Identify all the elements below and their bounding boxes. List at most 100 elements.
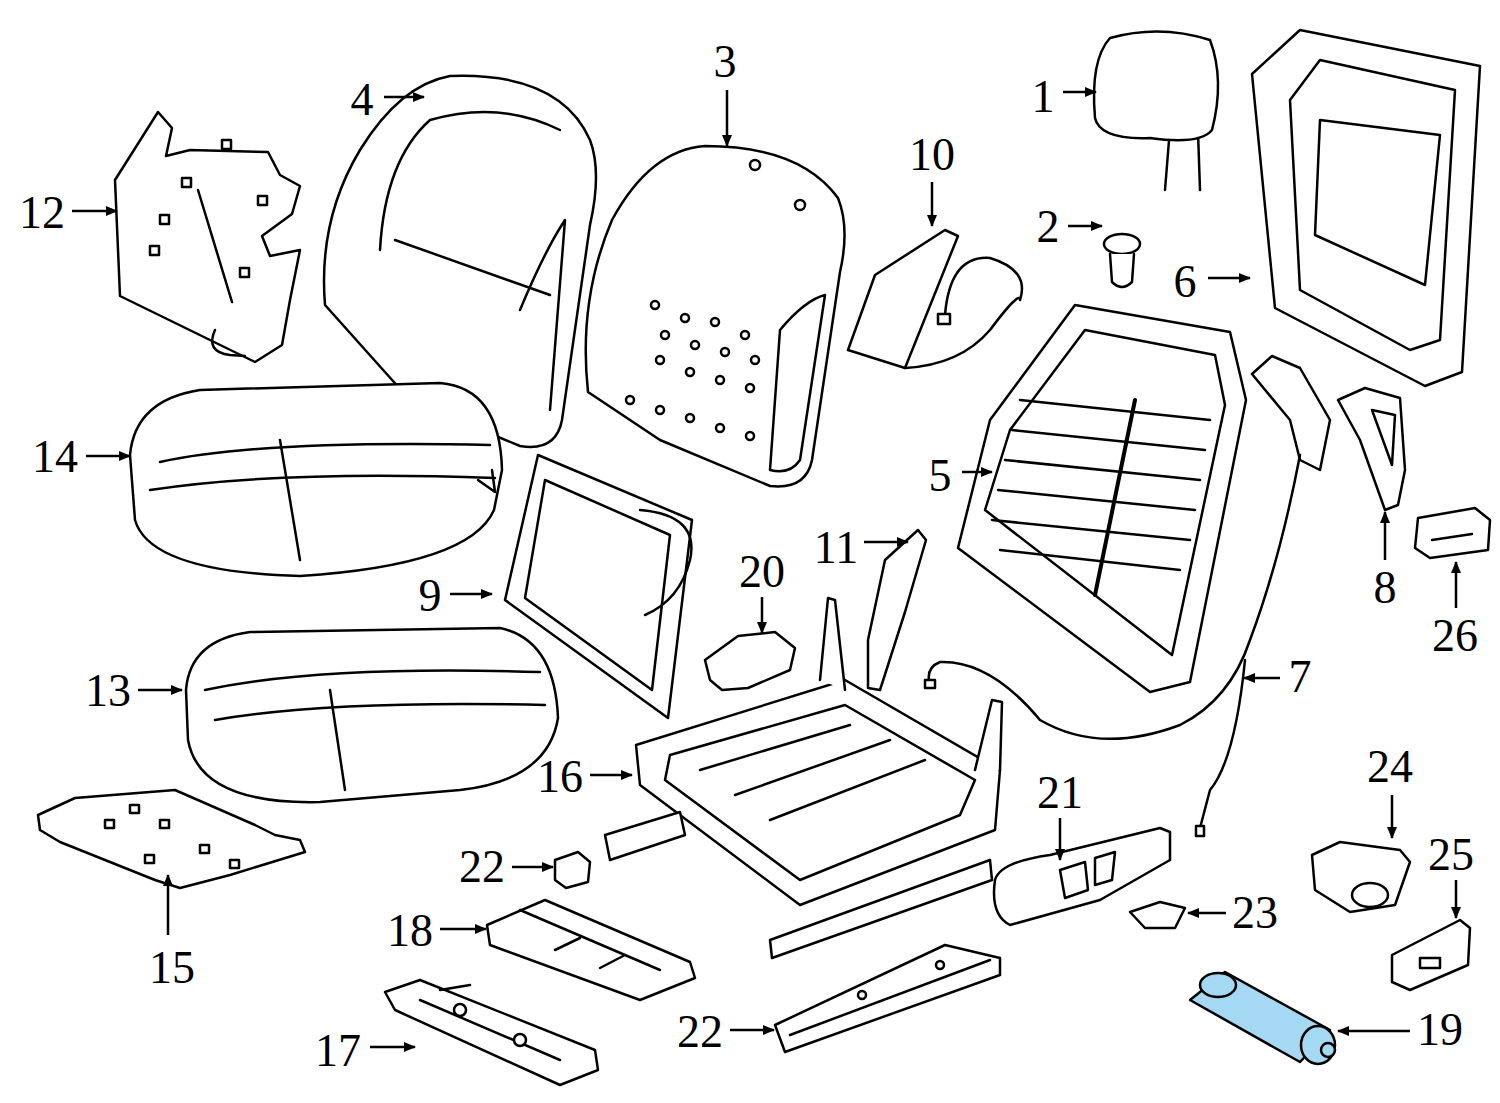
leader-arrows: [864, 541, 908, 544]
backrest-pad: [626, 396, 634, 404]
seat-rail: [858, 991, 866, 999]
backrest-pad: [586, 146, 845, 486]
seat-heater-mat: [130, 805, 139, 813]
leader-arrows: [1063, 91, 1096, 94]
drive-motor: [1352, 883, 1388, 907]
cable-harness: [925, 680, 935, 688]
seat-heater-mat: [230, 860, 239, 868]
leader-arrows: [590, 774, 632, 777]
leader-arrows: [1059, 818, 1062, 860]
callout-number: 2: [1037, 204, 1060, 250]
leader-arrows: [1391, 795, 1394, 838]
seat-switch: [1415, 508, 1490, 558]
leader-arrows: [384, 96, 424, 99]
seat-cover: [130, 383, 502, 576]
cover-clip: [1130, 902, 1185, 928]
back-panel: [1315, 120, 1440, 285]
back-panel: [1252, 30, 1480, 386]
callout-number: 22: [677, 1009, 723, 1055]
cable-harness: [925, 356, 1330, 836]
seat-heater-mat: [200, 845, 209, 853]
backrest-pad: [741, 331, 749, 339]
leader-arrows: [1208, 277, 1250, 280]
leader-arrows: [1384, 512, 1387, 560]
callout-number: 13: [85, 668, 131, 714]
callout-number: 16: [537, 754, 583, 800]
seat-pad: [215, 704, 545, 720]
seat-switch: [1415, 508, 1490, 558]
leader-arrows: [440, 928, 486, 931]
callout-number: 26: [1432, 613, 1478, 659]
backrest-pad: [656, 406, 664, 414]
backrest-pad: [656, 356, 664, 364]
trim-cover: [705, 632, 795, 690]
backrest-pad: [746, 432, 754, 440]
seat-heater-mat: [105, 820, 114, 828]
leader-arrows: [962, 471, 992, 474]
cover-clip: [1130, 902, 1185, 928]
highlighted-actuator: [1321, 1043, 1335, 1057]
backrest-pad: [750, 160, 760, 170]
highlighted-actuator: [1301, 1026, 1335, 1064]
callout-number: 20: [739, 549, 785, 595]
backrest-pad: [686, 414, 694, 422]
callout-number: 7: [1289, 654, 1312, 700]
backrest-pad: [770, 295, 825, 471]
heater-pad: [115, 112, 300, 362]
seat-heater-mat: [38, 790, 305, 888]
leader-arrows: [761, 597, 764, 633]
seat-tray: [385, 980, 598, 1085]
callout-number: 18: [387, 908, 433, 954]
cable-harness: [929, 455, 1300, 739]
backrest-pad: [651, 301, 659, 309]
seat-block: [487, 900, 695, 1000]
backrest-frame: [985, 330, 1225, 655]
backrest-pad: [686, 368, 694, 376]
callout-number: 22: [459, 844, 505, 890]
leader-arrows: [1068, 225, 1102, 228]
highlighted-actuator: [1190, 972, 1335, 1064]
seat-cover: [478, 470, 495, 492]
backrest-frame: [958, 305, 1246, 692]
leader-arrows: [1455, 880, 1458, 918]
leader-arrows: [72, 210, 117, 213]
callout-number: 14: [32, 434, 78, 480]
heater-pad: [222, 140, 231, 149]
leader-arrows: [450, 593, 492, 596]
seat-rail: [775, 945, 1000, 1052]
leader-arrows: [1338, 1030, 1410, 1033]
heater-pad: [240, 268, 249, 277]
trim-strip: [868, 530, 926, 690]
backrest-pad: [795, 200, 805, 210]
headrest: [1094, 31, 1218, 190]
trim-cover: [705, 632, 795, 690]
cable-harness: [1196, 826, 1204, 836]
heater-pad: [160, 215, 169, 224]
backrest-pad: [716, 424, 724, 432]
headrest: [1094, 31, 1218, 140]
seat-tray: [514, 1034, 526, 1046]
side-trim: [1372, 410, 1395, 465]
backrest-pad: [716, 376, 724, 384]
backrest-pad: [746, 384, 754, 392]
heater-pad: [115, 112, 300, 362]
seat-heater-mat: [38, 790, 305, 888]
headrest-guide: [1104, 234, 1140, 287]
leader-arrows: [167, 875, 170, 935]
seat-part: [38, 30, 1490, 1085]
leader-arrows: [1455, 562, 1458, 608]
seat-pad: [205, 670, 540, 690]
seat-frame: [975, 700, 1002, 770]
side-cover: [1060, 852, 1115, 898]
leader-arrows: [370, 1046, 415, 1049]
backrest-pad: [691, 341, 699, 349]
side-bolster: [848, 230, 958, 368]
callout-number: 24: [1367, 744, 1413, 790]
side-trim: [1338, 388, 1405, 510]
backrest-cover: [380, 112, 560, 250]
heater-pad: [212, 330, 245, 356]
seat-heater-mat: [160, 820, 169, 828]
callout-number: 10: [909, 132, 955, 178]
leader-arrows: [931, 182, 934, 226]
